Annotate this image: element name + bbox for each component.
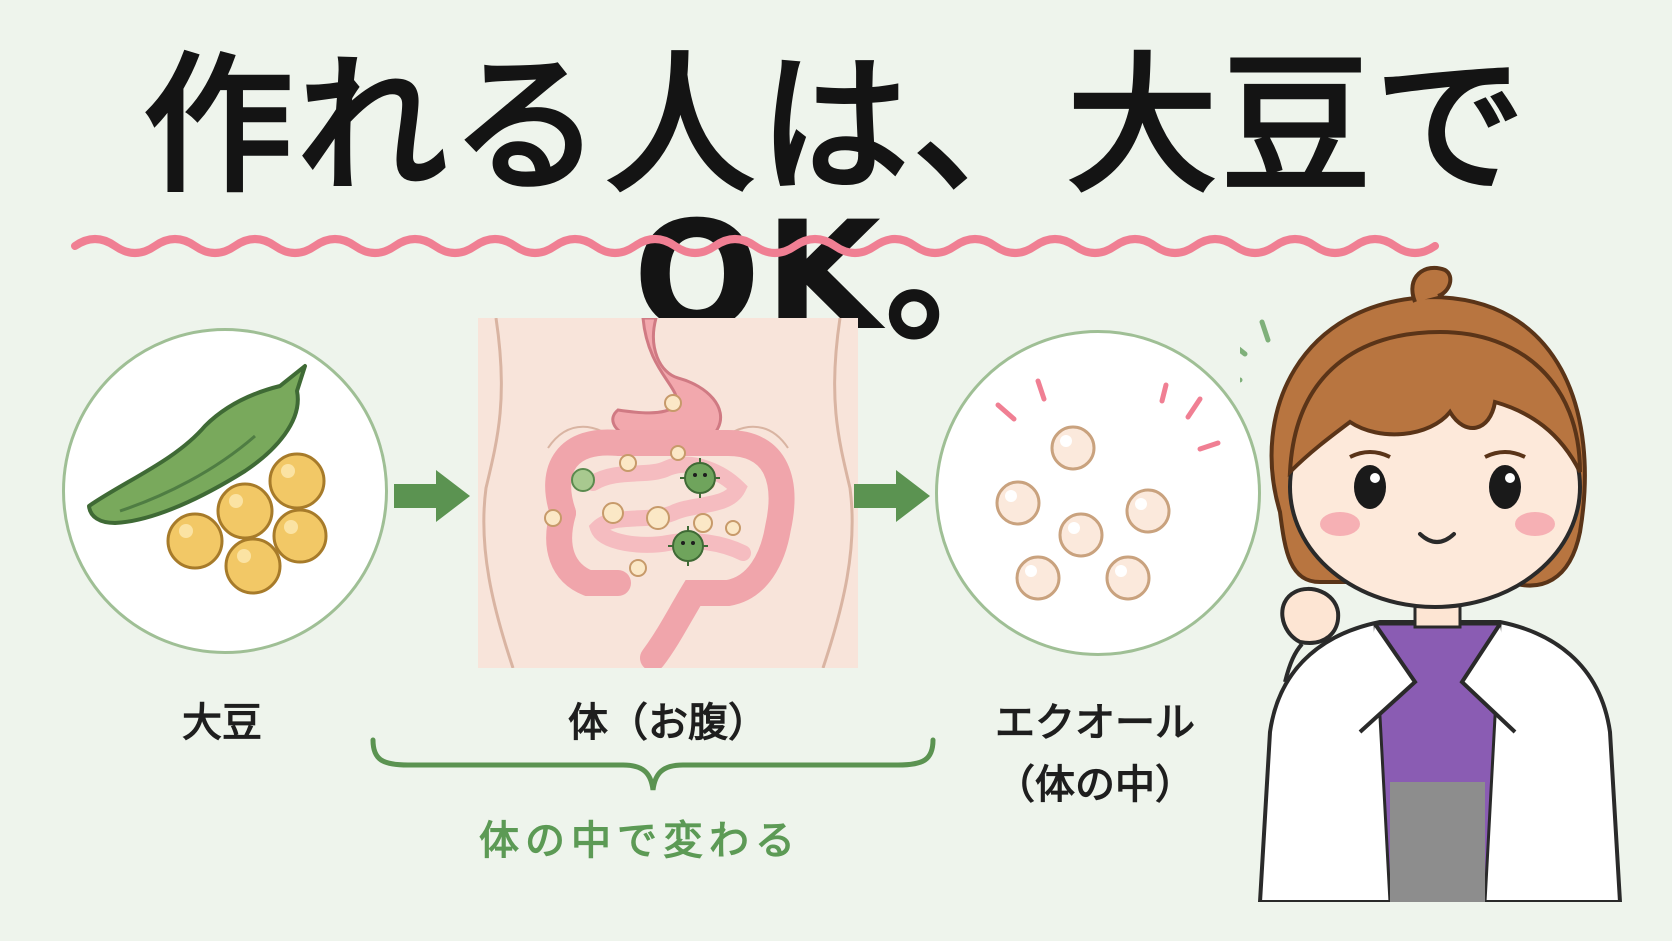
step-label-equol: エクオール	[995, 700, 1195, 746]
step-label-soybean: 大豆	[182, 700, 262, 746]
soybean-icon	[87, 364, 328, 595]
equol-circle	[935, 330, 1261, 656]
doctor-character-icon	[1240, 265, 1623, 902]
arrow-right-icon	[394, 470, 470, 522]
equol-icon	[995, 378, 1221, 601]
arrow-right-icon	[854, 470, 930, 522]
gut-panel	[478, 316, 858, 671]
curly-brace	[370, 737, 936, 791]
gut-icon	[478, 316, 858, 671]
step-label-body: 体（お腹）	[568, 700, 768, 746]
page-title: 作れる人は、大豆でOK。	[142, 40, 1529, 364]
brace-label: 体の中で変わる	[479, 818, 801, 864]
step-label-equol-sub: （体の中）	[995, 762, 1195, 808]
bacteria-icon	[571, 458, 720, 566]
title-underline-wave	[71, 235, 1439, 257]
soybean-circle	[62, 328, 388, 654]
